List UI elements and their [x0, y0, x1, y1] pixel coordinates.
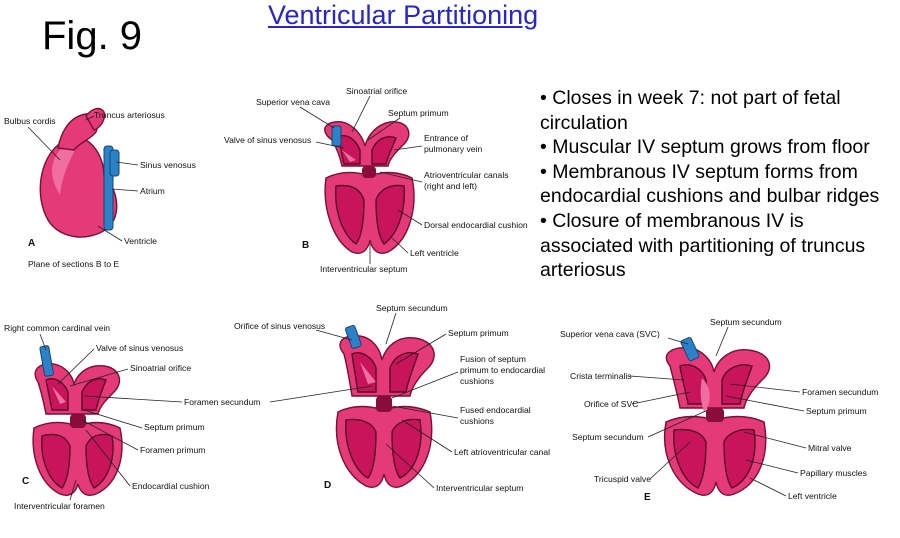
label-atrioventricular-canals: Atrioventricular canals — [424, 170, 509, 180]
label-septum-primum: Septum primum — [388, 108, 449, 118]
label-fused-endocardial-cushions-2: cushions — [460, 416, 494, 426]
label-sinoatrial-orifice: Sinoatrial orifice — [346, 86, 407, 96]
bullet-item: • Muscular IV septum grows from floor — [540, 136, 870, 159]
label-septum-primum: Septum primum — [806, 406, 867, 416]
bullet-item: • Closure of membranous IV is associated… — [540, 209, 866, 282]
panel-b: B Sinoatrial orifice Superior vena cava … — [224, 86, 528, 274]
heart-exterior-illustration — [39, 107, 120, 238]
panel-letter: D — [324, 480, 331, 491]
label-endocardial-cushion: Endocardial cushion — [132, 481, 210, 491]
label-foramen-secundum: Foramen secundum — [802, 387, 878, 397]
label-left-atrioventricular-canal: Left atrioventricular canal — [454, 447, 550, 457]
label-fusion-of-septum-3: cushions — [460, 376, 494, 386]
label-septum-secundum: Septum secundum — [376, 303, 448, 313]
label-atrium: Atrium — [140, 186, 165, 196]
figure-number: Fig. 9 — [42, 14, 143, 58]
caption: Plane of sections B to E — [28, 259, 120, 269]
label-entrance-pulmonary-vein: Entrance of — [424, 133, 469, 143]
bullet-item: • Closes in week 7: not part of fetal ci… — [540, 87, 841, 134]
label-orifice-of-sinus-venosus: Orifice of sinus venosus — [234, 321, 325, 331]
label-truncus-arteriosus: Truncus arteriosus — [94, 110, 165, 120]
slide-title[interactable]: Ventricular Partitioning — [268, 0, 539, 30]
bullet-list: • Closes in week 7: not part of fetal ci… — [540, 86, 898, 283]
label-sinus-venosus: Sinus venosus — [140, 160, 196, 170]
label-interventricular-septum: Interventricular septum — [436, 483, 523, 493]
label-septum-primum: Septum primum — [448, 328, 509, 338]
panel-c: C Right common cardinal vein Valve of si… — [4, 323, 260, 511]
heart-section-illustration — [664, 336, 771, 496]
label-ventricle: Ventricle — [124, 236, 157, 246]
label-valve-of-sinus-venosus: Valve of sinus venosus — [96, 343, 183, 353]
label-superior-vena-cava: Superior vena cava — [256, 97, 330, 107]
label-septum-secundum-top: Septum secundum — [710, 317, 782, 327]
heart-section-illustration — [335, 324, 435, 488]
label-septum-primum: Septum primum — [144, 422, 205, 432]
panel-letter: B — [302, 240, 309, 251]
label-foramen-secundum: Foramen secundum — [184, 397, 260, 407]
label-entrance-pulmonary-vein-2: pulmonary vein — [424, 144, 482, 154]
label-crista-terminalis: Crista terminalis — [570, 371, 632, 381]
panel-letter: A — [28, 238, 35, 249]
panel-d: D Septum secundum Orifice of sinus venos… — [234, 303, 550, 493]
label-valve-of-sinus-venosus: Valve of sinus venosus — [224, 135, 311, 145]
label-fusion-of-septum: Fusion of septum — [460, 354, 526, 364]
label-bulbus-cordis: Bulbus cordis — [4, 116, 56, 126]
label-left-ventricle: Left ventricle — [788, 491, 837, 501]
label-left-ventricle: Left ventricle — [410, 248, 459, 258]
label-orifice-of-svc: Orifice of SVC — [584, 399, 638, 409]
label-right-common-cardinal-vein: Right common cardinal vein — [4, 323, 110, 333]
panel-letter: C — [22, 476, 29, 487]
label-fusion-of-septum-2: primum to endocardial — [460, 365, 545, 375]
label-atrioventricular-canals-2: (right and left) — [424, 181, 477, 191]
panel-letter: E — [644, 492, 651, 503]
panel-e: E Septum secundum Superior vena cava (SV… — [560, 317, 878, 503]
label-superior-vena-cava-svc: Superior vena cava (SVC) — [560, 329, 660, 339]
label-dorsal-endocardial-cushion: Dorsal endocardial cushion — [424, 220, 528, 230]
label-septum-secundum-bottom: Septum secundum — [572, 432, 644, 442]
panel-a: A Plane of sections B to E Bulbus cordis… — [4, 107, 196, 269]
label-papillary-muscles: Papillary muscles — [800, 468, 867, 478]
label-interventricular-foramen: Interventricular foramen — [14, 501, 105, 511]
label-mitral-valve: Mitral valve — [808, 443, 852, 453]
bullet-item: • Membranous IV septum forms from endoca… — [540, 160, 880, 208]
label-fused-endocardial-cushions: Fused endocardial — [460, 405, 531, 415]
label-sinoatrial-orifice: Sinoatrial orifice — [130, 363, 191, 373]
heart-section-illustration — [32, 345, 123, 496]
heart-section-illustration — [324, 121, 415, 254]
label-interventricular-septum: Interventricular septum — [320, 264, 407, 274]
label-tricuspid-valve: Tricuspid valve — [594, 474, 651, 484]
label-foramen-primum: Foramen primum — [140, 445, 205, 455]
